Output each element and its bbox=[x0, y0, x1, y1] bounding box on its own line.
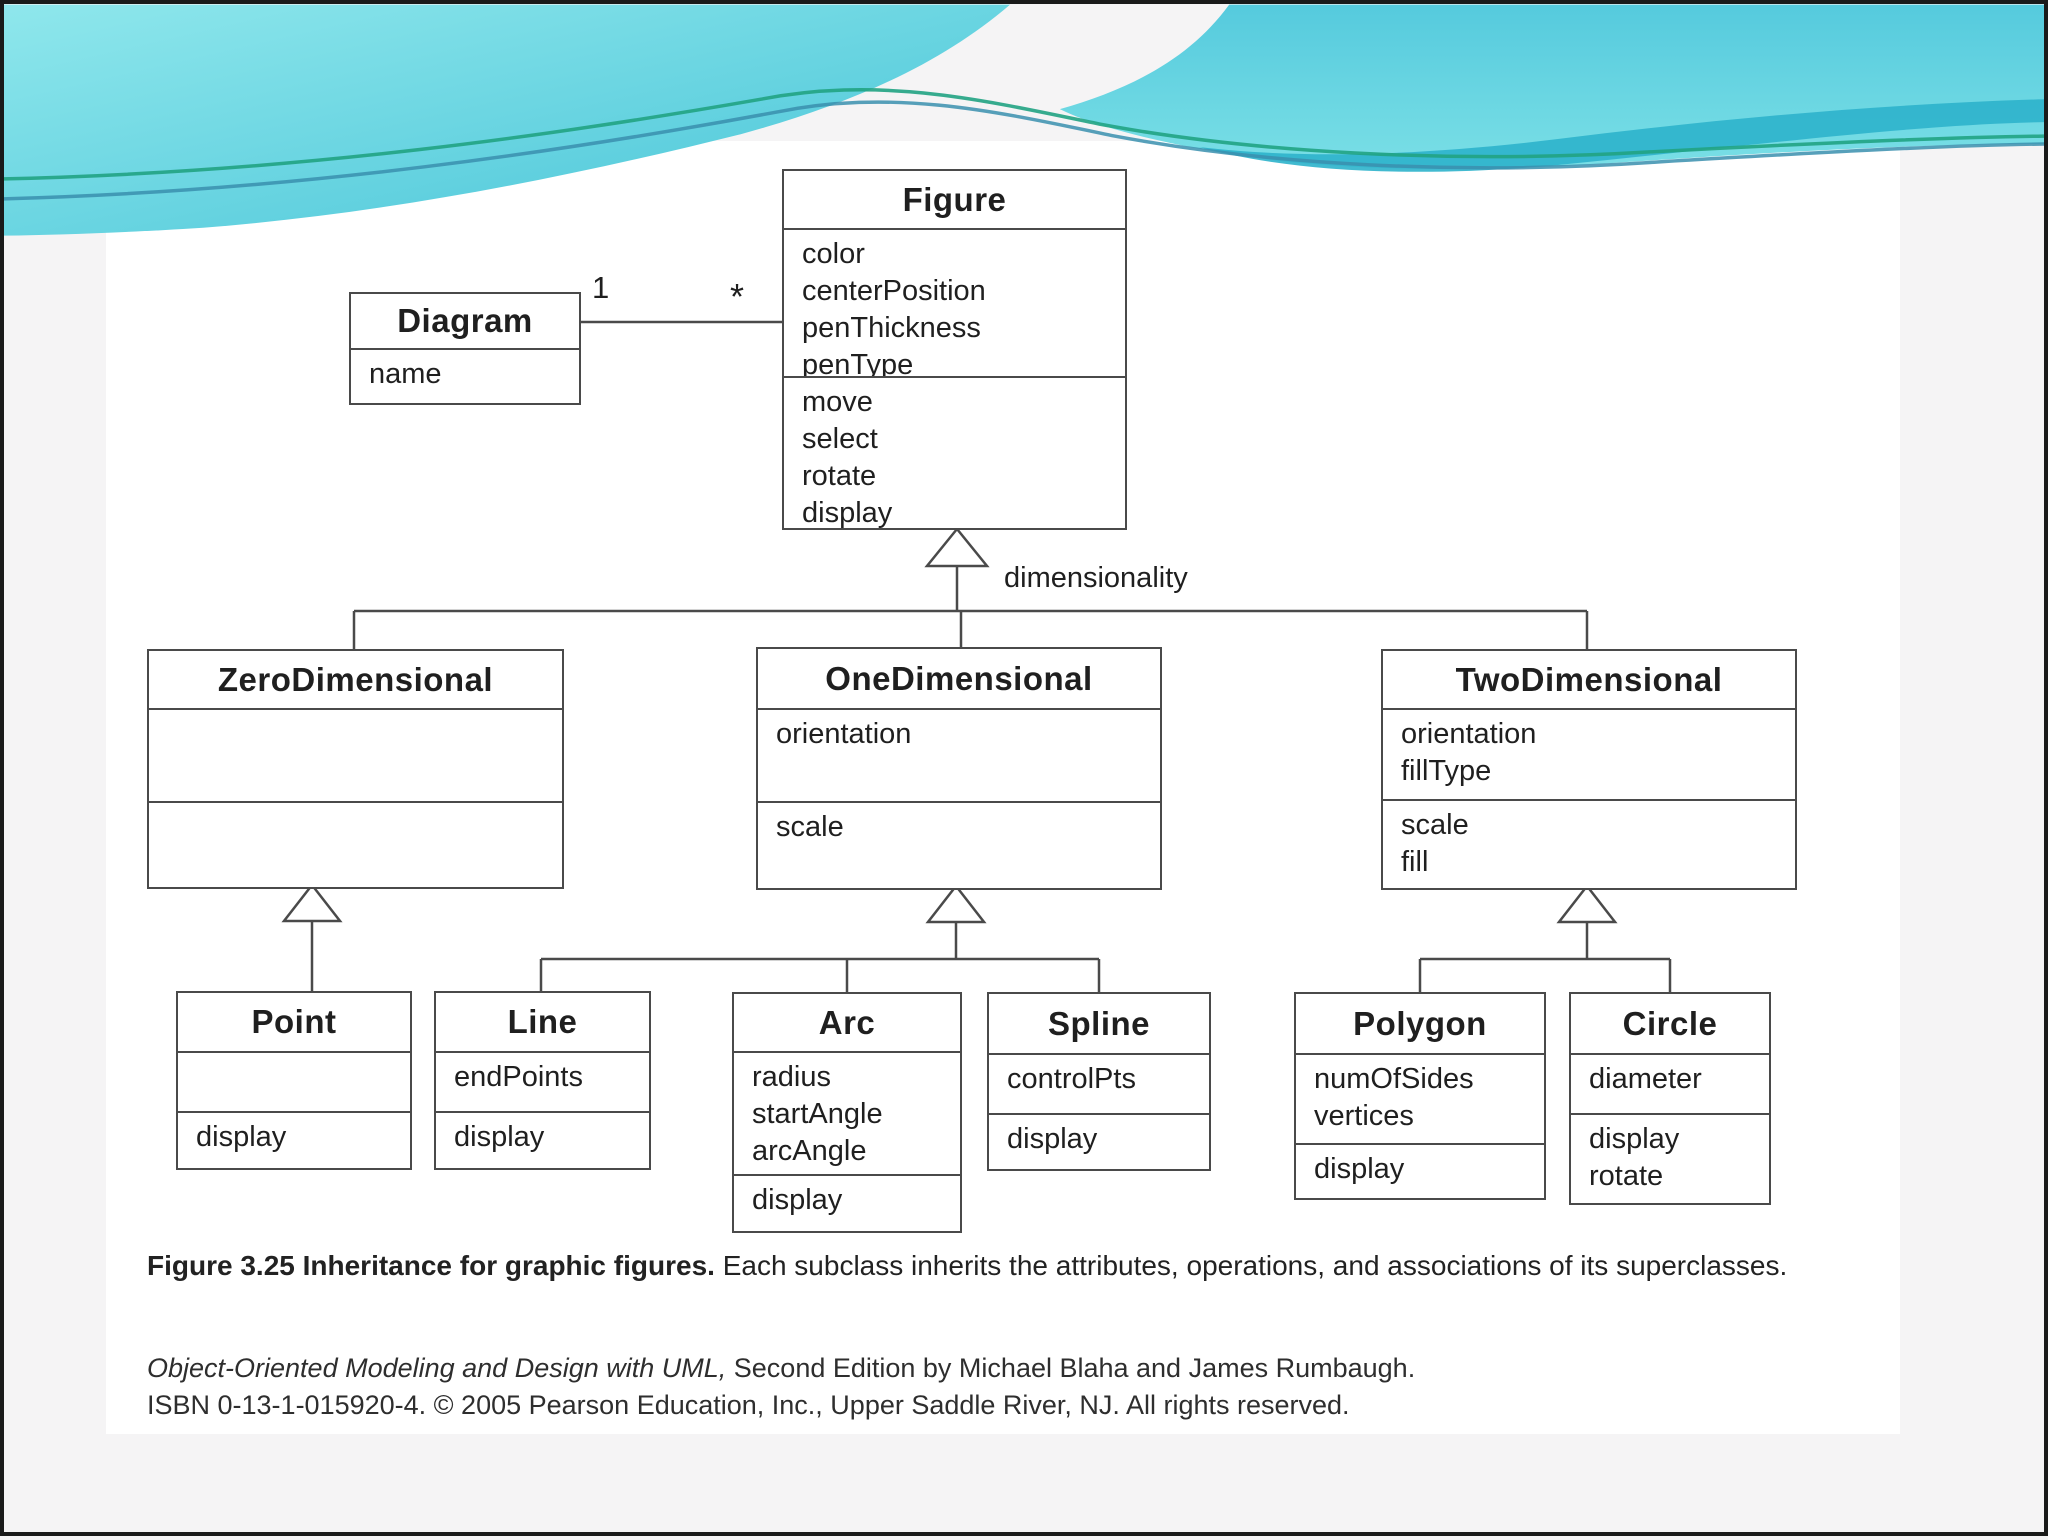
operation-scale: scale bbox=[1401, 809, 1469, 841]
operation-display: display bbox=[454, 1121, 545, 1153]
operation-scale: scale bbox=[776, 811, 844, 843]
class-title-polygon: Polygon bbox=[1353, 1004, 1487, 1042]
class-title-zero: ZeroDimensional bbox=[217, 660, 494, 698]
class-box-circle: Circle diameter display rotate bbox=[1569, 992, 1771, 1205]
class-title-diagram: Diagram bbox=[397, 302, 533, 339]
class-title-line: Line bbox=[507, 1003, 578, 1040]
multiplicity-many-label: * bbox=[730, 276, 745, 317]
class-title-spline: Spline bbox=[1047, 1004, 1151, 1042]
operation-rotate: rotate bbox=[1589, 1160, 1664, 1192]
class-attributes-line: endPoints bbox=[436, 1051, 649, 1111]
class-box-two: TwoDimensional orientation fillType scale fi… bbox=[1381, 649, 1797, 890]
class-attributes-diagram: name bbox=[351, 348, 579, 403]
multiplicity-one-label: 1 bbox=[592, 270, 610, 305]
operation-move: move bbox=[802, 386, 873, 418]
figure-caption-text: Each subclass inherits the attributes, o… bbox=[714, 1250, 1788, 1281]
attribute-fillType: fillType bbox=[1401, 755, 1492, 787]
class-title-figure: Figure bbox=[902, 180, 1007, 218]
class-title-one: OneDimensional bbox=[825, 659, 1093, 697]
class-box-one: OneDimensional orientation scale bbox=[756, 647, 1162, 890]
operation-display: display bbox=[802, 497, 893, 528]
class-operations-one: scale bbox=[758, 801, 1160, 888]
book-attribution: Object-Oriented Modeling and Design with… bbox=[147, 1350, 1847, 1424]
attribution-line-2: ISBN 0-13-1-015920-4. © 2005 Pearson Edu… bbox=[147, 1390, 1350, 1420]
class-operations-spline: display bbox=[989, 1113, 1209, 1169]
operation-display: display bbox=[196, 1121, 287, 1153]
class-operations-circle: display rotate bbox=[1571, 1113, 1769, 1203]
attribution-edition: Second Edition by Michael Blaha and Jame… bbox=[726, 1353, 1416, 1383]
attribute-name: name bbox=[369, 358, 442, 390]
attribute-endPoints: endPoints bbox=[454, 1061, 583, 1093]
book-title: Object-Oriented Modeling and Design with… bbox=[147, 1353, 727, 1383]
class-operations-zero bbox=[149, 801, 562, 887]
attribute-color: color bbox=[802, 238, 865, 270]
class-attributes-figure: color centerPosition penThickness penType bbox=[784, 228, 1125, 376]
class-operations-figure: move select rotate display bbox=[784, 376, 1125, 528]
attribute-vertices: vertices bbox=[1314, 1100, 1414, 1132]
attribute-numOfSides: numOfSides bbox=[1314, 1063, 1474, 1095]
class-attributes-arc: radius startAngle arcAngle bbox=[734, 1051, 960, 1174]
class-operations-polygon: display bbox=[1296, 1143, 1544, 1198]
class-box-diagram: Diagram name bbox=[349, 292, 581, 405]
class-attributes-polygon: numOfSides vertices bbox=[1296, 1053, 1544, 1143]
operation-display: display bbox=[752, 1184, 843, 1216]
class-box-line: Line endPoints display bbox=[434, 991, 651, 1170]
class-attributes-point bbox=[178, 1051, 410, 1111]
operation-rotate: rotate bbox=[802, 460, 877, 492]
attribution-line-1: Object-Oriented Modeling and Design with… bbox=[147, 1350, 1847, 1387]
attribute-centerPosition: centerPosition bbox=[802, 275, 986, 307]
class-attributes-one: orientation bbox=[758, 708, 1160, 801]
class-title-arc: Arc bbox=[818, 1003, 876, 1041]
operation-display: display bbox=[1589, 1123, 1680, 1155]
class-box-zero: ZeroDimensional bbox=[147, 649, 564, 889]
attribute-startAngle: startAngle bbox=[752, 1098, 883, 1130]
class-operations-line: display bbox=[436, 1111, 649, 1168]
attribute-diameter: diameter bbox=[1589, 1063, 1702, 1095]
class-operations-arc: display bbox=[734, 1174, 960, 1231]
class-box-arc: Arc radius startAngle arcAngle display bbox=[732, 992, 962, 1233]
class-operations-point: display bbox=[178, 1111, 410, 1168]
operation-display: display bbox=[1314, 1153, 1405, 1185]
attribute-radius: radius bbox=[752, 1061, 831, 1093]
attribute-controlPts: controlPts bbox=[1007, 1063, 1136, 1095]
attribute-penThickness: penThickness bbox=[802, 312, 981, 344]
class-box-spline: Spline controlPts display bbox=[987, 992, 1211, 1171]
class-operations-two: scale fill bbox=[1383, 799, 1795, 888]
attribute-arcAngle: arcAngle bbox=[752, 1135, 867, 1167]
class-attributes-spline: controlPts bbox=[989, 1053, 1209, 1113]
class-box-point: Point display bbox=[176, 991, 412, 1170]
class-attributes-two: orientation fillType bbox=[1383, 708, 1795, 799]
generalization-set-label: dimensionality bbox=[1004, 562, 1188, 594]
class-attributes-circle: diameter bbox=[1571, 1053, 1769, 1113]
operation-select: select bbox=[802, 423, 878, 455]
class-attributes-zero bbox=[149, 708, 562, 801]
attribute-orientation: orientation bbox=[1401, 718, 1537, 750]
class-title-two: TwoDimensional bbox=[1455, 660, 1723, 698]
attribute-penType: penType bbox=[802, 349, 914, 376]
class-title-circle: Circle bbox=[1622, 1004, 1718, 1042]
operation-display: display bbox=[1007, 1123, 1098, 1155]
class-title-point: Point bbox=[251, 1003, 337, 1040]
class-box-figure: Figure color centerPosition penThickness pen… bbox=[782, 169, 1127, 530]
class-box-polygon: Polygon numOfSides vertices display bbox=[1294, 992, 1546, 1200]
figure-caption: Figure 3.25 Inheritance for graphic figu… bbox=[147, 1246, 1847, 1285]
figure-caption-number: Figure 3.25 Inheritance for graphic figu… bbox=[147, 1250, 715, 1281]
attribute-orientation: orientation bbox=[776, 718, 912, 750]
operation-fill: fill bbox=[1401, 846, 1429, 878]
